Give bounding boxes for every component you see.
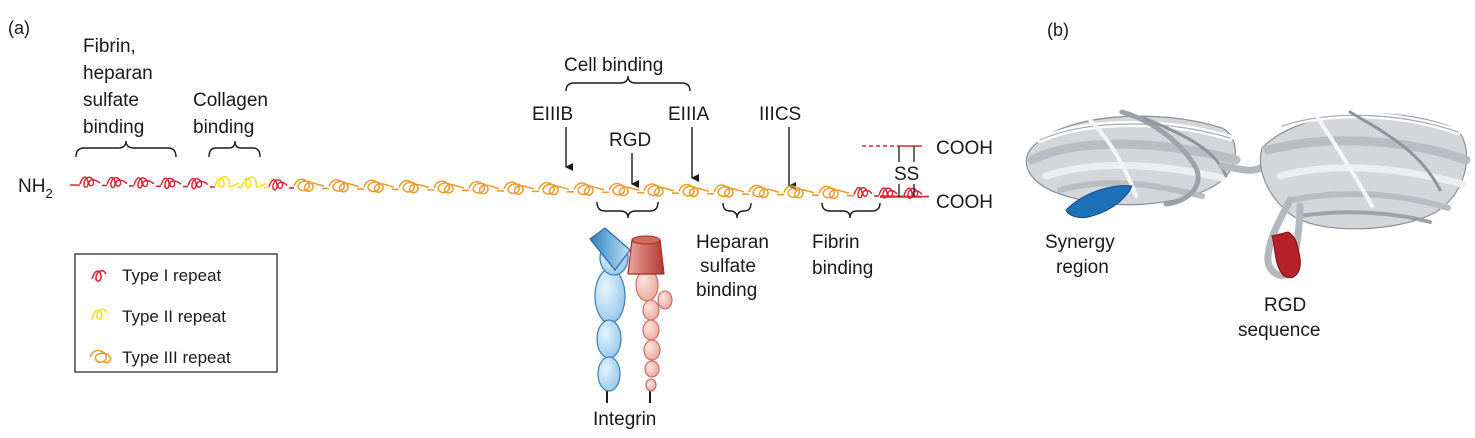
repeat-type-iii-23 xyxy=(783,185,815,199)
eiiib-label: EIIIB xyxy=(532,104,573,125)
svg-text:Collagen: Collagen xyxy=(193,90,268,111)
repeat-type-iii-14 xyxy=(468,180,500,195)
rgd-label: RGD xyxy=(609,130,651,151)
fibrin-heparan-label: Fibrin, heparan sulfate binding xyxy=(83,36,153,138)
repeat-type-i-2 xyxy=(106,176,128,189)
synergy-region-highlight xyxy=(1065,185,1133,219)
panel-a-letter: (a) xyxy=(8,18,30,38)
repeat-type-iii-15 xyxy=(503,181,535,195)
repeat-type-i-3 xyxy=(133,177,155,189)
svg-text:Synergy: Synergy xyxy=(1045,232,1115,253)
repeat-type-i-25 xyxy=(853,186,873,199)
repeat-type-iii-12 xyxy=(398,179,430,194)
integrin-label: Integrin xyxy=(593,409,656,430)
repeat-type-iii-24 xyxy=(818,185,850,200)
fibrin-heparan-bracket xyxy=(75,140,177,158)
iiics-label: IIICS xyxy=(759,104,801,125)
integrin-illustration xyxy=(589,227,673,403)
cell-binding-label: Cell binding xyxy=(564,55,663,76)
repeat-type-ii-7 xyxy=(241,176,267,189)
fibrin-binding-label: Fibrin binding xyxy=(812,232,873,279)
ss-label: SS xyxy=(894,164,919,185)
synergy-region-label: Synergy region xyxy=(1045,232,1115,278)
ribbon-structure xyxy=(1025,109,1471,279)
repeat-type-i-1 xyxy=(79,176,101,188)
cell-binding-bracket xyxy=(565,75,691,92)
rgd-loop-highlight xyxy=(1271,231,1301,279)
svg-text:binding: binding xyxy=(696,280,757,301)
panel-b-letter: (b) xyxy=(1047,20,1069,40)
svg-text:binding: binding xyxy=(193,117,254,138)
repeat-type-iii-20 xyxy=(678,183,710,198)
nh2-label: NH2 xyxy=(18,176,53,201)
repeat-type-i-26 xyxy=(878,187,898,199)
legend-swatch-type-ii xyxy=(91,308,108,321)
svg-text:binding: binding xyxy=(83,117,144,138)
repeat-type-i-8 xyxy=(268,178,288,191)
repeat-type-iii-17 xyxy=(573,182,605,196)
collagen-label: Collagen binding xyxy=(193,90,268,138)
repeat-type-iii-9 xyxy=(293,178,325,192)
cooh-bottom-label: COOH xyxy=(936,192,993,213)
rgd-bracket xyxy=(596,201,659,219)
heparan-sulfate-label: Heparan sulfate binding xyxy=(696,232,769,301)
repeat-type-i-5 xyxy=(187,177,209,190)
repeat-type-iii-21 xyxy=(713,184,745,198)
svg-text:binding: binding xyxy=(812,258,873,279)
svg-text:sulfate: sulfate xyxy=(83,90,139,111)
legend-label-type-iii: Type III repeat xyxy=(122,348,231,367)
repeat-type-iii-13 xyxy=(433,180,465,194)
svg-text:RGD: RGD xyxy=(1264,295,1306,316)
repeat-type-iii-22 xyxy=(748,184,780,199)
legend-label-type-ii: Type II repeat xyxy=(122,307,226,326)
svg-text:sulfate: sulfate xyxy=(700,256,756,277)
svg-text:heparan: heparan xyxy=(83,63,153,84)
collagen-bracket xyxy=(208,140,261,158)
repeat-type-i-4 xyxy=(160,177,182,189)
repeat-type-iii-16 xyxy=(538,181,570,196)
legend-swatch-type-iii xyxy=(89,349,112,364)
svg-text:sequence: sequence xyxy=(1238,320,1320,341)
repeat-type-iii-18 xyxy=(608,182,640,197)
eiiia-label: EIIIA xyxy=(668,104,710,125)
legend-swatch-type-i xyxy=(91,269,107,282)
legend-label-type-i: Type I repeat xyxy=(122,266,222,285)
fibronectin-chain xyxy=(69,175,930,200)
svg-text:Heparan: Heparan xyxy=(696,232,769,253)
svg-text:Fibrin: Fibrin xyxy=(812,232,860,253)
repeat-type-iii-11 xyxy=(363,179,395,193)
repeat-type-iii-19 xyxy=(643,183,675,197)
rgd-sequence-label: RGD sequence xyxy=(1238,295,1320,341)
heparan-bracket xyxy=(722,202,752,219)
svg-text:Fibrin,: Fibrin, xyxy=(83,36,136,57)
repeat-type-i-27 xyxy=(903,187,923,200)
fibrin-bracket xyxy=(821,202,881,219)
repeat-type-ii-6 xyxy=(214,175,240,188)
repeat-type-iii-10 xyxy=(328,179,360,193)
cooh-top-label: COOH xyxy=(936,138,993,159)
svg-text:region: region xyxy=(1056,257,1109,278)
